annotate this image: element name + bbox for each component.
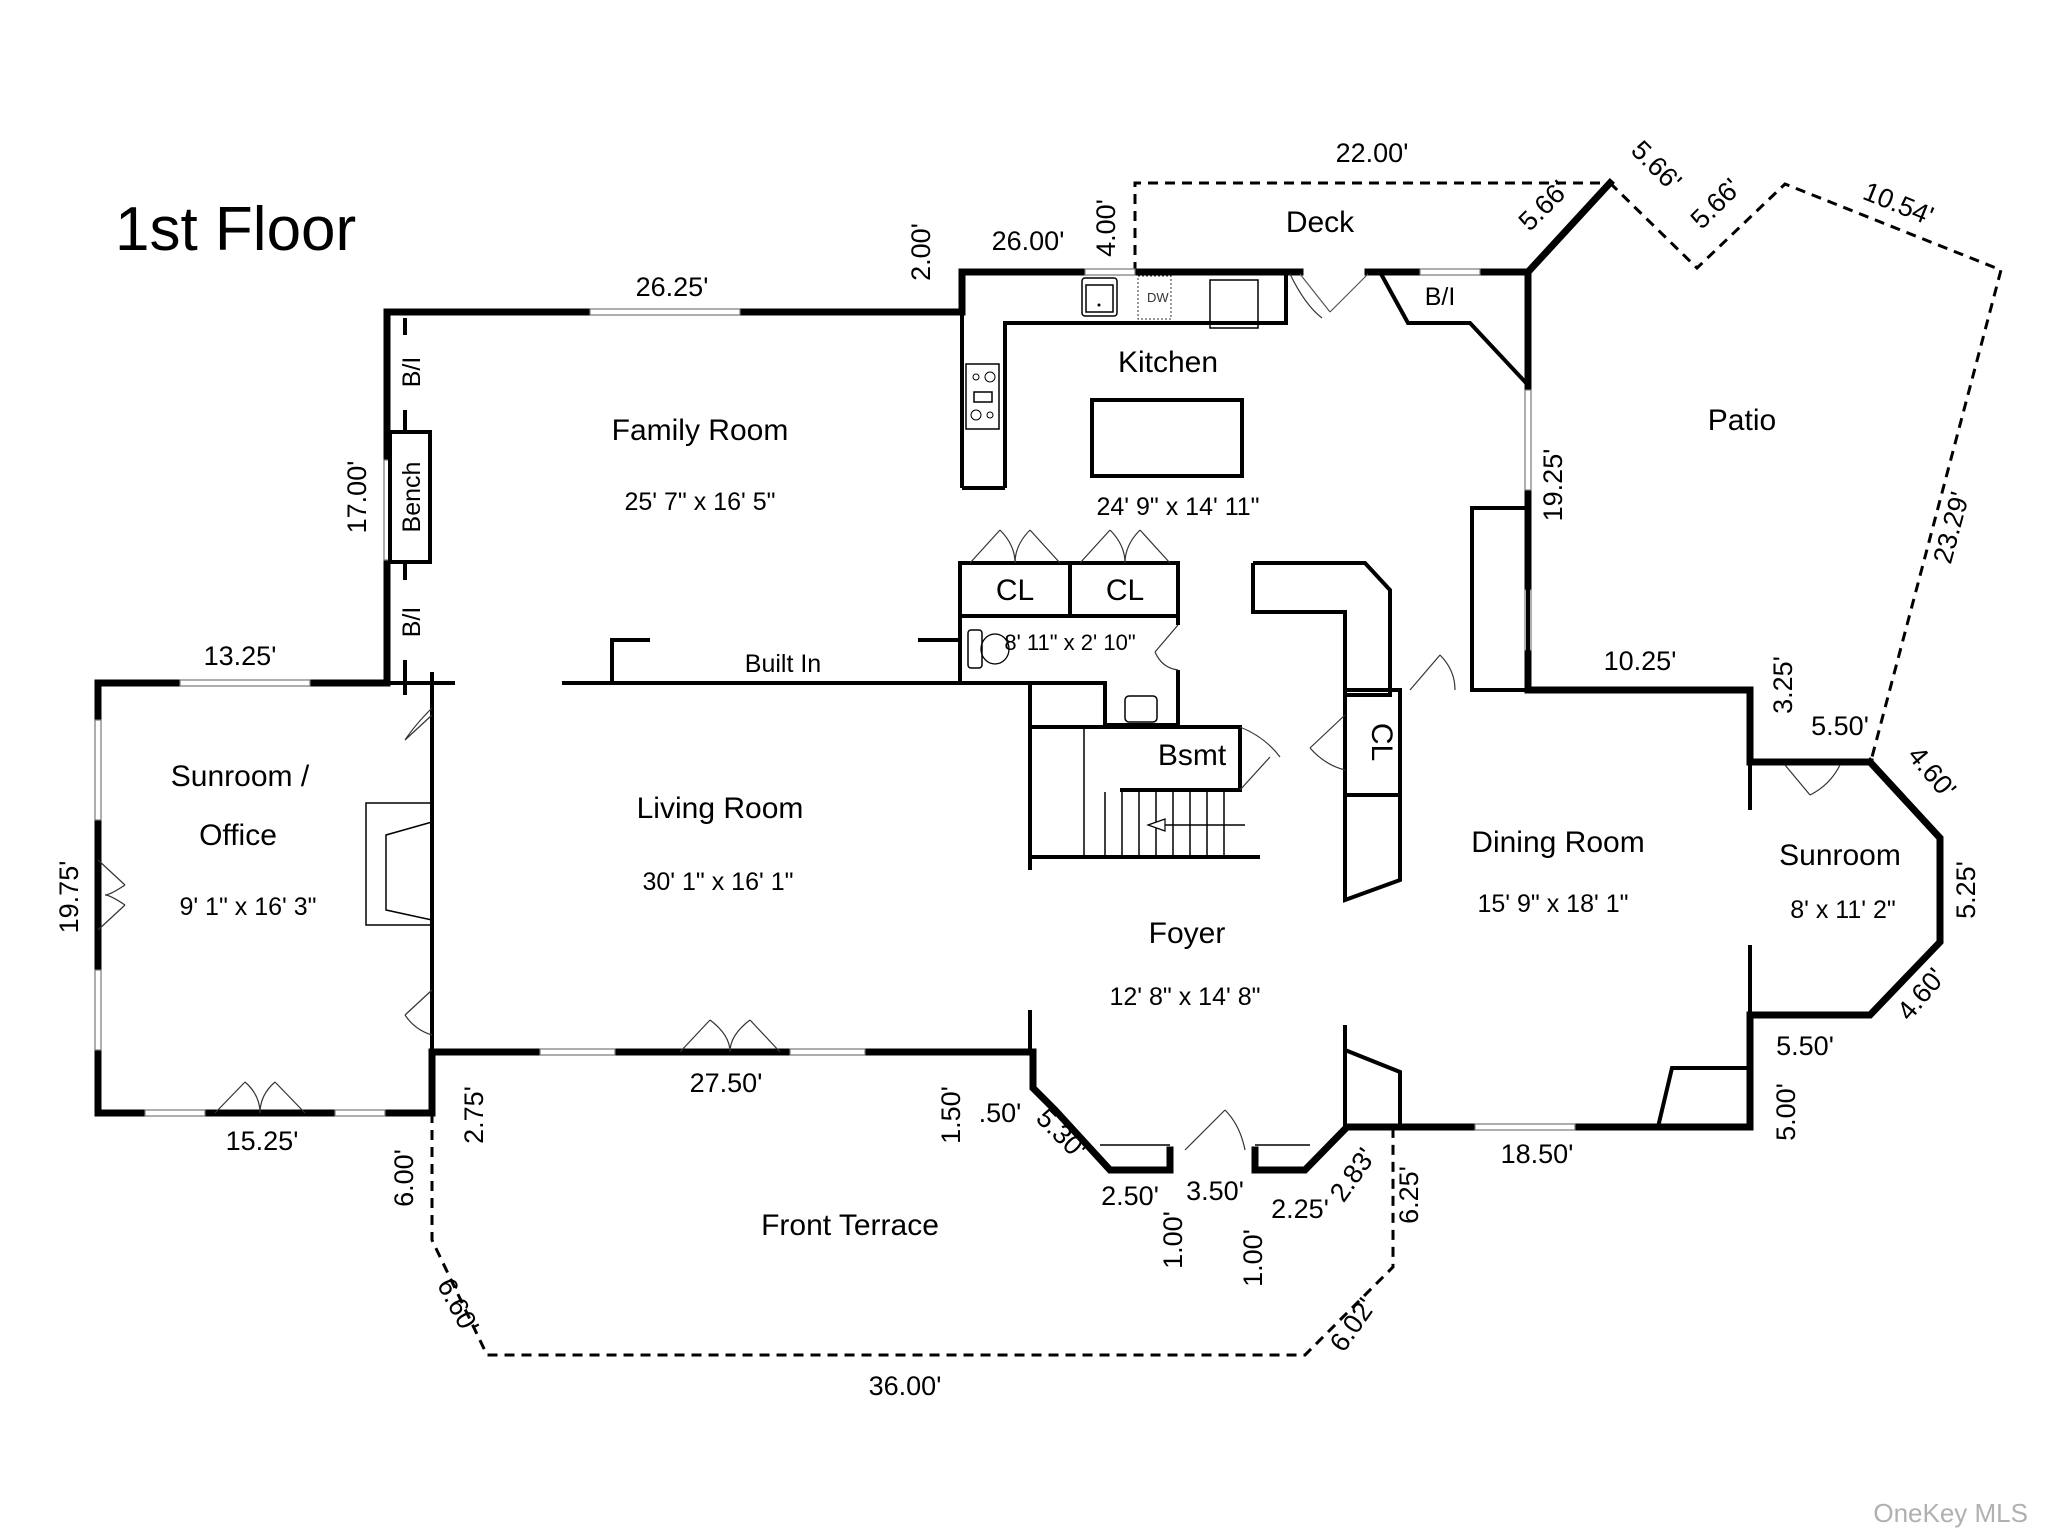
patio-outline: [1608, 181, 2003, 758]
measurement: 26.00': [992, 226, 1065, 256]
cooktop-icon: [965, 363, 1000, 430]
deck-outline: [1133, 181, 1610, 272]
measurement: 5.00': [1771, 1083, 1801, 1141]
measurement: 2.50': [1101, 1181, 1159, 1211]
interior-walls: [365, 271, 1752, 1146]
deck-label: Deck: [1286, 206, 1355, 239]
basement-label: Bsmt: [1158, 739, 1227, 772]
built-in-label: Built In: [745, 650, 821, 678]
measurement: 6.25': [1394, 1166, 1424, 1224]
measurement: 6.02': [1324, 1293, 1382, 1357]
measurement: 2.25': [1271, 1194, 1329, 1224]
measurement: 5.25': [1951, 861, 1981, 919]
measurement: 2.83': [1324, 1143, 1382, 1207]
dishwasher-icon: [1137, 275, 1172, 320]
measurement: 3.50': [1186, 1176, 1244, 1206]
measurement: 4.60': [1902, 740, 1962, 803]
measurement: .50': [979, 1098, 1022, 1128]
patio-label: Patio: [1708, 404, 1776, 437]
half-bath-dims: 8' 11" x 2' 10": [1004, 630, 1135, 655]
windows: [94, 268, 1576, 1131]
watermark: OneKey MLS: [1873, 1498, 2028, 1528]
measurement: 26.25': [636, 272, 709, 302]
foyer-label: Foyer: [1149, 917, 1226, 950]
measurement: 6.60': [431, 1273, 485, 1338]
sunroom-office-label-line2: Office: [199, 819, 277, 852]
measurement: 5.66': [1625, 135, 1687, 197]
measurement: 4.60': [1891, 962, 1951, 1025]
closet-label: CL: [1106, 574, 1144, 607]
floor-title: 1st Floor: [115, 195, 356, 264]
measurement: 17.00': [342, 461, 372, 534]
living-room-label: Living Room: [637, 792, 804, 825]
measurement: 2.75': [459, 1086, 489, 1144]
family-room-label: Family Room: [612, 414, 789, 447]
front-terrace-label: Front Terrace: [761, 1209, 939, 1242]
kitchen-dims: 24' 9" x 14' 11": [1096, 493, 1259, 521]
measurement: 1.00': [1238, 1229, 1268, 1287]
kitchen-label: Kitchen: [1118, 346, 1218, 379]
stair-treads: [1104, 792, 1245, 857]
measurement: 15.25': [226, 1126, 299, 1156]
closet-label: CL: [996, 574, 1034, 607]
built-in-upper-label: B/I: [398, 357, 426, 388]
terrace-outline: [430, 1113, 1395, 1357]
measurement: 5.30': [1030, 1103, 1092, 1165]
sunroom-office-dims: 9' 1" x 16' 3": [179, 893, 316, 921]
built-in-lower-label: B/I: [398, 607, 426, 638]
measurement: 1.00': [1158, 1211, 1188, 1269]
foyer-dims: 12' 8" x 14' 8": [1109, 983, 1260, 1011]
measurement: 2.00': [906, 223, 936, 281]
measurement: 6.00': [389, 1149, 419, 1207]
measurement: 19.75': [54, 861, 84, 934]
measurement: 27.50': [690, 1068, 763, 1098]
sunroom-office-label-line1: Sunroom /: [171, 760, 310, 793]
measurement: 22.00': [1336, 138, 1409, 168]
bench-label: Bench: [398, 462, 426, 533]
stair-arrow-icon: [1146, 818, 1166, 832]
kitchen-built-in-label: B/I: [1425, 283, 1456, 311]
dining-room-dims: 15' 9" x 18' 1": [1477, 890, 1628, 918]
dining-room-label: Dining Room: [1471, 826, 1644, 859]
measurement: 23.29': [1927, 489, 1975, 567]
family-room-dims: 25' 7" x 16' 5": [624, 488, 775, 516]
measurement: 5.66': [1685, 173, 1747, 235]
measurement: 4.00': [1091, 199, 1121, 257]
refrigerator-icon: [1209, 279, 1259, 329]
measurement: 10.54': [1859, 176, 1938, 231]
measurement: 1.50': [936, 1086, 966, 1144]
measurement: 13.25': [204, 641, 277, 671]
measurement: 5.50': [1811, 711, 1869, 741]
measurement: 18.50': [1501, 1139, 1574, 1169]
measurement: 36.00': [869, 1371, 942, 1401]
dishwasher-label: DW: [1147, 290, 1169, 305]
sink-icon: [1081, 277, 1118, 317]
measurement: 5.50': [1776, 1031, 1834, 1061]
foyer-closet-label: CL: [1365, 723, 1398, 761]
measurement: 10.25': [1604, 646, 1677, 676]
sunroom-label: Sunroom: [1779, 839, 1901, 872]
toilet-icon: [967, 629, 1010, 669]
bath-sink-icon: [1124, 695, 1158, 723]
measurement: 19.25': [1538, 449, 1568, 522]
sunroom-dims: 8' x 11' 2": [1790, 896, 1896, 924]
exterior-walls: [94, 178, 1944, 1174]
doors: [97, 273, 1841, 1151]
measurement: 3.25': [1768, 656, 1798, 714]
living-room-dims: 30' 1" x 16' 1": [642, 868, 793, 896]
